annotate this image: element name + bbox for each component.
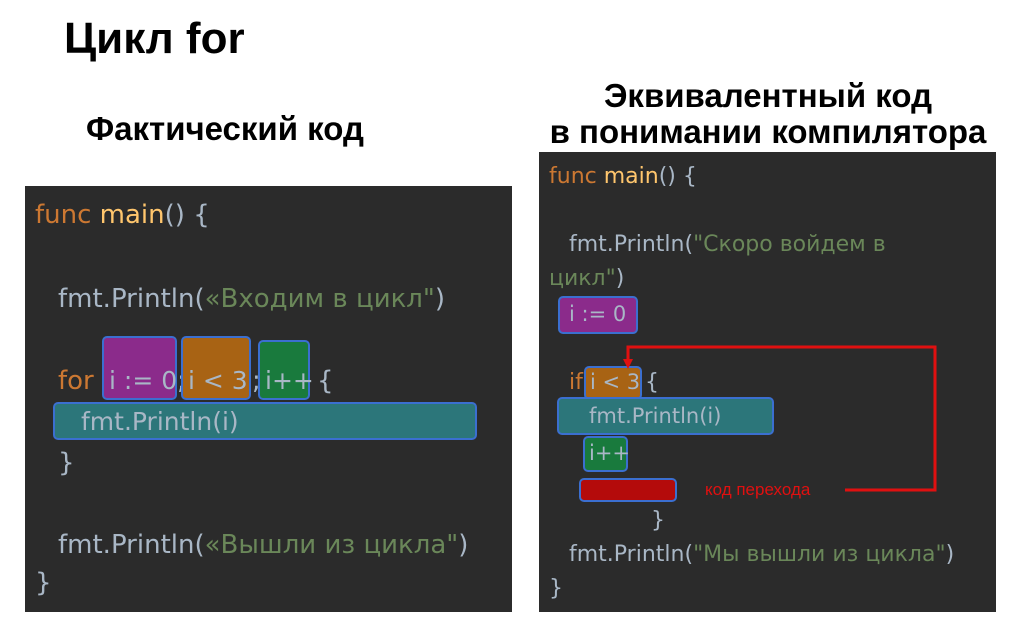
post-statement-label: i++ — [589, 441, 631, 465]
loop-body-label: fmt.Println(i) — [589, 404, 722, 428]
loop-body-label: fmt.Println(i) — [81, 407, 239, 436]
if-keyword: if — [569, 370, 583, 395]
compiler-code-heading: Эквивалентный код в понимании компилятор… — [548, 78, 988, 150]
func-keyword: func — [549, 164, 597, 189]
main-function-name: main — [99, 200, 165, 230]
main-function-name: main — [603, 164, 659, 189]
compiler-code-panel: func main() { fmt.Println("Скоро войдем … — [539, 152, 996, 612]
func-close-brace: } — [549, 576, 563, 601]
jump-code-box — [579, 478, 677, 502]
println-call: Println — [110, 530, 195, 560]
exit-loop-string: «Вышли из цикла" — [204, 530, 459, 560]
condition-label: i < 3 — [188, 366, 248, 395]
println-call: Println — [613, 232, 685, 257]
open-paren: ( — [684, 232, 694, 257]
for-close-brace: } — [58, 448, 75, 478]
func-main-line: func main() { — [549, 164, 697, 189]
println-call: Println — [613, 542, 685, 567]
close-paren: ) — [615, 266, 625, 291]
post-statement-box — [583, 436, 628, 472]
print-soon-enter-line: fmt.Println("Скоро войдем в — [569, 232, 886, 257]
if-close-brace: } — [651, 508, 665, 533]
condition-label: i < 3 — [590, 370, 641, 394]
func-main-line: func main() { — [35, 200, 210, 230]
func-parens-brace: () { — [658, 164, 697, 189]
for-separator-2: ; — [252, 366, 261, 396]
func-parens-brace: () { — [164, 200, 210, 230]
fmt-package: fmt. — [58, 530, 111, 560]
loop-body-box — [557, 397, 774, 435]
if-open-brace: { — [645, 370, 659, 395]
init-statement-label: i := 0 — [109, 366, 178, 395]
loop-body-box — [53, 402, 477, 440]
page-title: Цикл for — [64, 14, 245, 63]
print-soon-enter-line-wrap: цикл") — [549, 266, 624, 291]
init-statement-label: i := 0 — [569, 302, 627, 326]
func-close-brace: } — [35, 568, 52, 598]
actual-code-heading: Фактический код — [86, 110, 364, 147]
fmt-package: fmt. — [569, 542, 614, 567]
for-keyword: for — [58, 366, 94, 396]
for-open-brace: { — [317, 366, 334, 396]
enter-loop-string: «Входим в цикл" — [204, 284, 435, 314]
post-statement-label: i++ — [265, 366, 314, 395]
print-exited-loop-line: fmt.Println("Мы вышли из цикла") — [569, 542, 954, 567]
close-paren: ) — [434, 284, 446, 314]
func-keyword: func — [35, 200, 92, 230]
jump-arrow-line — [623, 345, 937, 492]
condition-box — [181, 336, 251, 400]
exited-loop-string: "Мы вышли из цикла" — [693, 542, 946, 567]
open-paren: ( — [194, 284, 205, 314]
jump-code-label: код перехода — [705, 480, 811, 499]
open-paren: ( — [684, 542, 694, 567]
close-paren: ) — [458, 530, 469, 560]
println-call: Println — [110, 284, 195, 314]
compiler-code-heading-line-2: в понимании компилятора — [549, 113, 987, 150]
close-paren: ) — [945, 542, 955, 567]
open-paren: ( — [194, 530, 205, 560]
print-enter-loop-line: fmt.Println(«Входим в цикл") — [58, 284, 445, 314]
soon-enter-string-part-1: "Скоро войдем в — [693, 232, 886, 257]
init-statement-box — [558, 296, 638, 334]
post-statement-box — [258, 340, 310, 400]
actual-code-panel: func main() { fmt.Println(«Входим в цикл… — [25, 186, 512, 612]
init-statement-box — [102, 336, 177, 400]
compiler-code-heading-line-1: Эквивалентный код — [603, 77, 933, 114]
print-exit-loop-line: fmt.Println(«Вышли из цикла") — [58, 530, 468, 560]
soon-enter-string-part-2: цикл" — [549, 266, 616, 291]
fmt-package: fmt. — [569, 232, 614, 257]
fmt-package: fmt. — [58, 284, 111, 314]
